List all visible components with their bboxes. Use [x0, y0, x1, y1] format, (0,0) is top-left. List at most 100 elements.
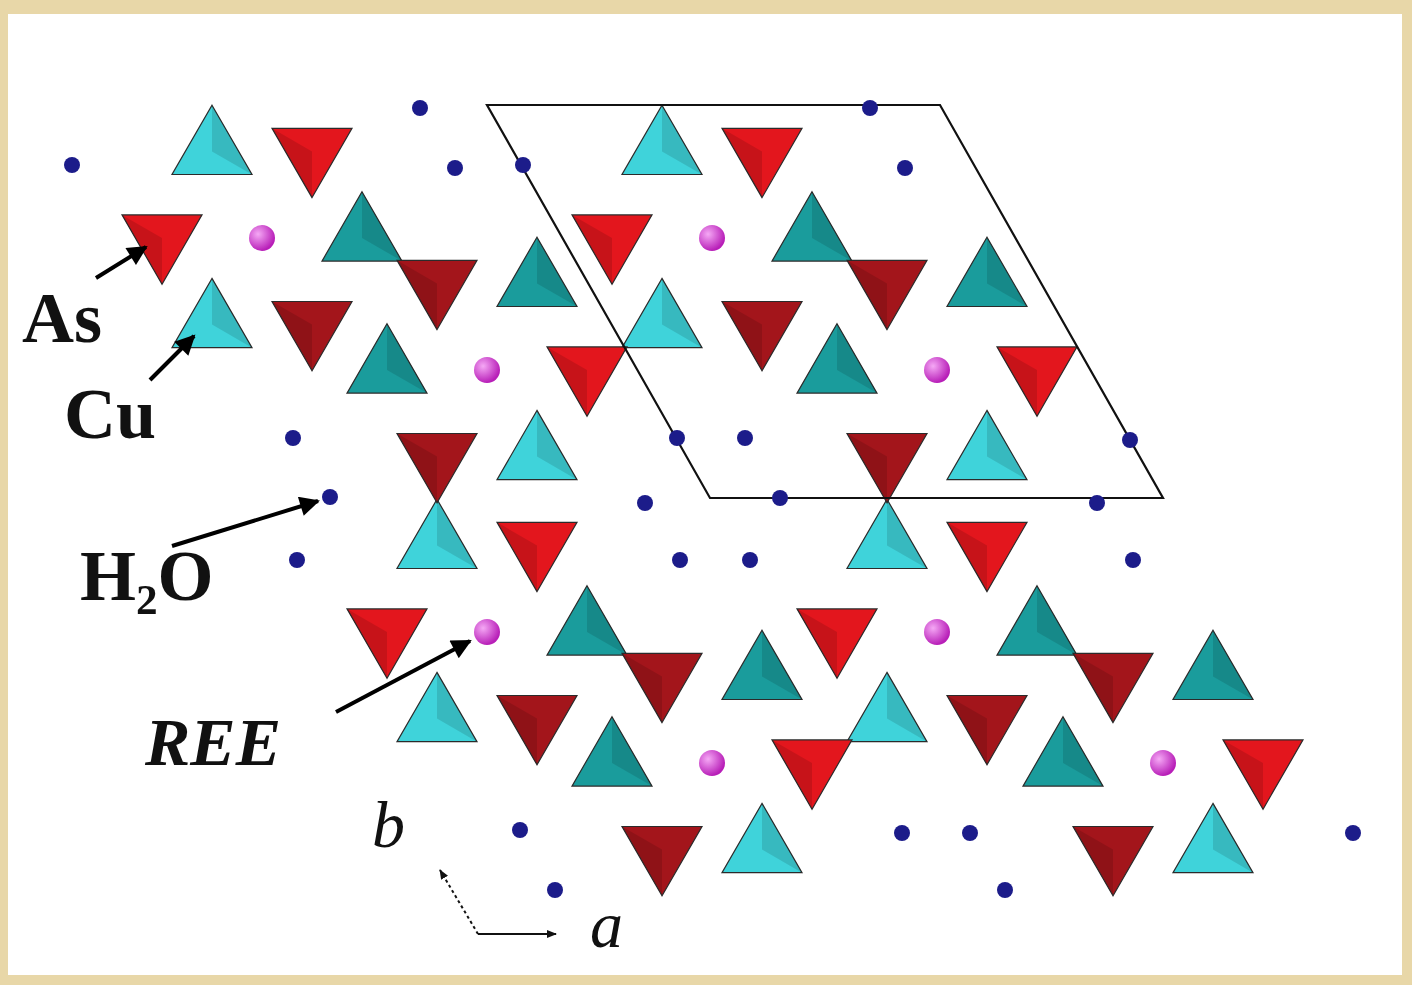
tetrahedron-facet: [1213, 803, 1253, 872]
tetrahedron: [397, 672, 477, 741]
tetrahedron-facet: [272, 128, 312, 197]
tetrahedron: [1173, 630, 1253, 699]
tetrahedron-facet: [947, 696, 987, 765]
tetrahedron: [1173, 803, 1253, 872]
tetrahedron: [622, 827, 702, 896]
tetrahedron-facet: [497, 522, 537, 591]
tetrahedron: [172, 105, 252, 174]
tetrahedron: [847, 434, 927, 503]
unit-cell: [487, 105, 1163, 498]
tetrahedron-facet: [772, 740, 812, 809]
water-molecule: [1089, 495, 1105, 511]
water-molecule: [547, 882, 563, 898]
tetrahedron: [622, 105, 702, 174]
element-label: As: [22, 282, 102, 354]
tetrahedron-facet: [762, 803, 802, 872]
tetrahedron: [772, 192, 852, 261]
tetrahedron-facet: [1213, 630, 1253, 699]
water-sites: [64, 100, 1361, 898]
tetrahedron-facet: [537, 237, 577, 306]
tetrahedron-facet: [847, 260, 887, 329]
tetrahedron: [722, 302, 802, 371]
tetrahedron-facet: [947, 522, 987, 591]
tetrahedron: [997, 347, 1077, 416]
ree-atom: [924, 357, 950, 383]
tetrahedron: [347, 609, 427, 678]
tetrahedron-facet: [622, 827, 662, 896]
water-molecule: [997, 882, 1013, 898]
water-molecule: [742, 552, 758, 568]
tetrahedron: [772, 740, 852, 809]
tetrahedron: [947, 237, 1027, 306]
tetrahedron-facet: [987, 410, 1027, 479]
ree-sites: [249, 225, 1176, 776]
water-molecule: [897, 160, 913, 176]
tetrahedron: [272, 128, 352, 197]
tetrahedron: [622, 278, 702, 347]
tetrahedron: [797, 609, 877, 678]
water-molecule: [512, 822, 528, 838]
water-molecule: [1345, 825, 1361, 841]
ree-atom: [1150, 750, 1176, 776]
tetrahedron: [497, 237, 577, 306]
water-molecule: [772, 490, 788, 506]
leader-arrow: [336, 641, 470, 712]
tetrahedron: [1223, 740, 1303, 809]
ree-atom: [474, 619, 500, 645]
tetrahedron: [997, 586, 1077, 655]
tetrahedron: [547, 347, 627, 416]
water-molecule: [637, 495, 653, 511]
water-molecule: [962, 825, 978, 841]
tetrahedron-facet: [722, 128, 762, 197]
water-molecule: [289, 552, 305, 568]
water-molecule: [64, 157, 80, 173]
tetrahedron: [172, 278, 252, 347]
tetrahedron: [497, 522, 577, 591]
tetrahedron-facet: [887, 499, 927, 568]
water-molecule: [862, 100, 878, 116]
leader-arrow: [150, 336, 194, 380]
tetrahedron: [322, 192, 402, 261]
tetrahedron: [722, 803, 802, 872]
tetrahedron: [1073, 827, 1153, 896]
b-axis: [440, 870, 478, 934]
tetrahedron: [122, 215, 202, 284]
tetrahedron: [847, 499, 927, 568]
tetrahedron-facet: [1063, 717, 1103, 786]
tetrahedron-facet: [1223, 740, 1263, 809]
tetrahedron: [947, 696, 1027, 765]
tetrahedron: [947, 522, 1027, 591]
tetrahedron-facet: [622, 653, 662, 722]
tetrahedron-facet: [662, 278, 702, 347]
tetrahedron: [347, 324, 427, 393]
tetrahedron-facet: [762, 630, 802, 699]
tetrahedron: [497, 410, 577, 479]
panel: [8, 14, 1402, 975]
tetrahedron-facet: [837, 324, 877, 393]
tetrahedron-facet: [587, 586, 627, 655]
tetrahedron: [622, 653, 702, 722]
water-molecule: [672, 552, 688, 568]
polyhedra: [122, 105, 1303, 896]
tetrahedron-facet: [547, 347, 587, 416]
molecule-label: H₂O: [80, 540, 214, 612]
tetrahedron-facet: [397, 260, 437, 329]
tetrahedron: [947, 410, 1027, 479]
tetrahedron-facet: [887, 672, 927, 741]
tetrahedron: [1023, 717, 1103, 786]
tetrahedron-facet: [212, 105, 252, 174]
tetrahedron-facet: [1073, 827, 1113, 896]
tetrahedron-facet: [612, 717, 652, 786]
tetrahedron: [397, 499, 477, 568]
tetrahedron: [1073, 653, 1153, 722]
water-molecule: [322, 489, 338, 505]
water-molecule: [737, 430, 753, 446]
axes: [440, 870, 556, 934]
tetrahedron-facet: [812, 192, 852, 261]
tetrahedron-facet: [797, 609, 837, 678]
tetrahedron-facet: [997, 347, 1037, 416]
tetrahedron: [722, 630, 802, 699]
water-molecule: [285, 430, 301, 446]
tetrahedron: [722, 128, 802, 197]
